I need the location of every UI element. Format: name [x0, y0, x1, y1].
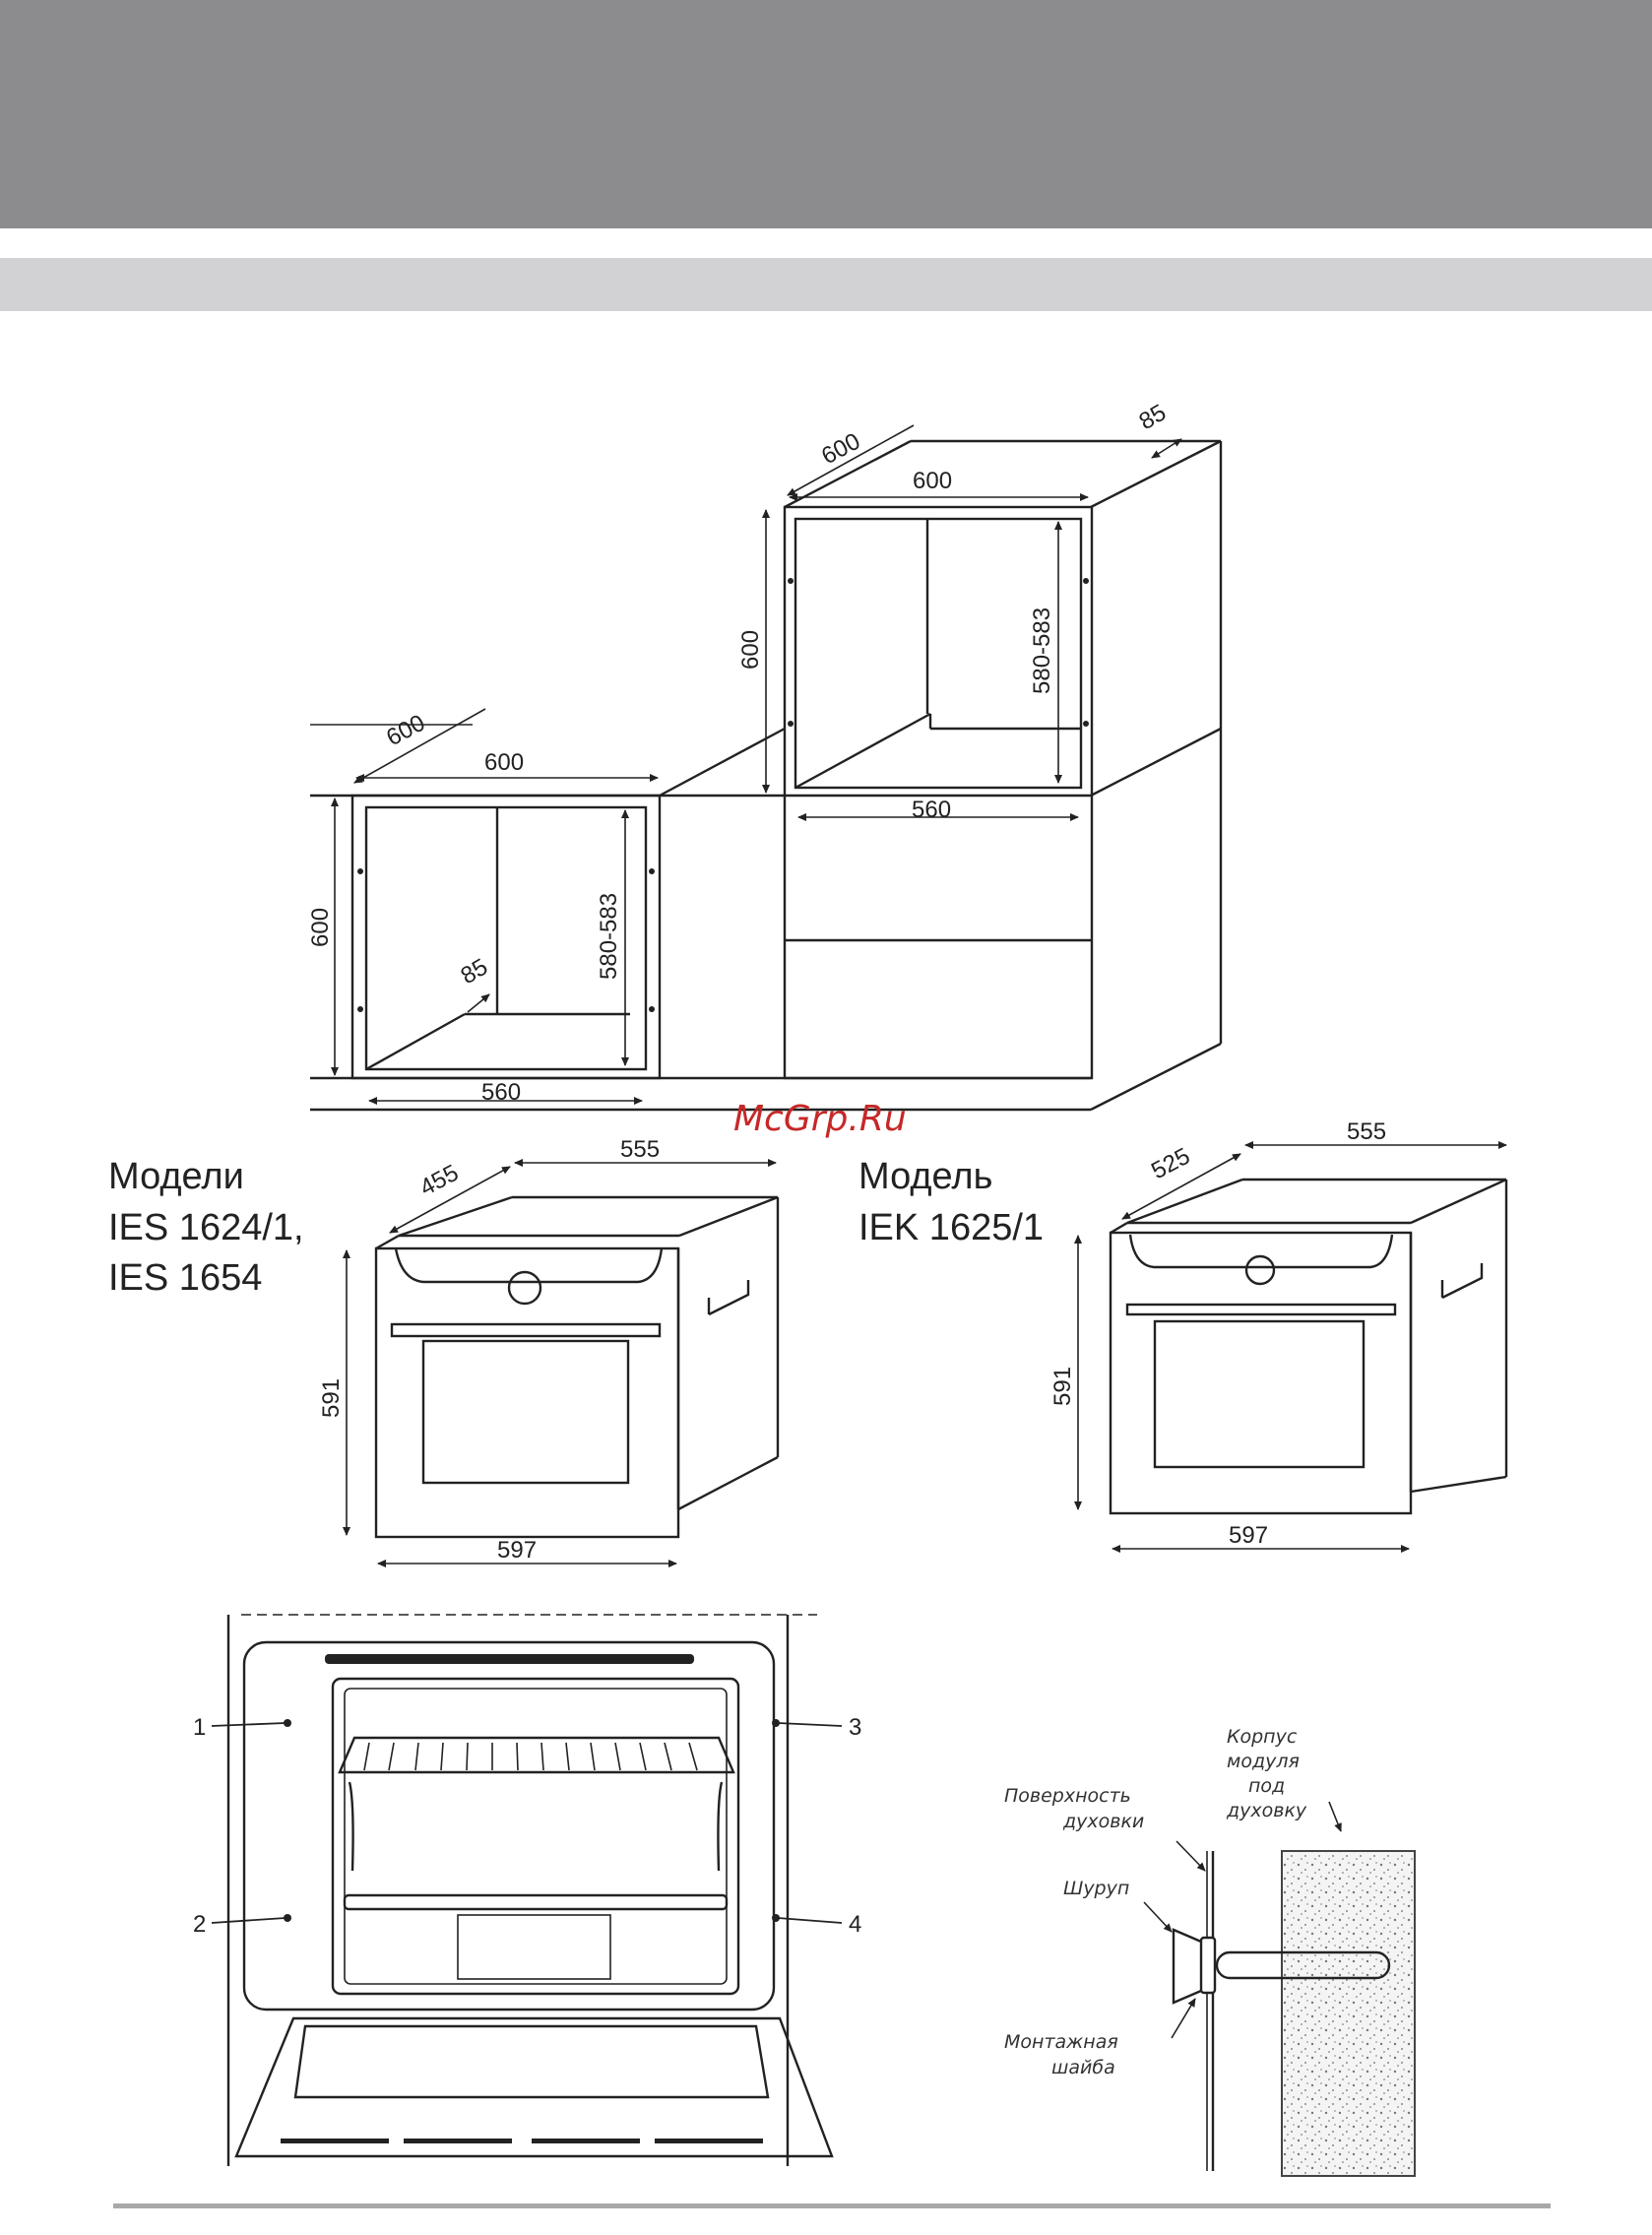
callout-lines: [212, 1723, 842, 1923]
label-tall-inner-height: 580-583: [1029, 607, 1055, 694]
label-tall-width: 600: [913, 468, 952, 494]
oven-left-front: [376, 1248, 678, 1537]
washer-label-line1: Монтажная: [1004, 2031, 1118, 2053]
oven-left-side-bottom: [678, 1457, 778, 1509]
label-lower-floor-depth: 85: [457, 953, 493, 990]
label-tall-inner-width: 560: [912, 797, 951, 823]
oven-door-glass: [295, 2026, 768, 2097]
oven-rack-bars: [364, 1743, 697, 1770]
oven-right-door-handle: [1127, 1305, 1395, 1314]
oven-cavity: [333, 1679, 738, 1994]
oven-frame: [244, 1642, 774, 2010]
label-tall-depth: 600: [817, 428, 864, 471]
oven-left-knob: [509, 1272, 540, 1304]
label-tall-height: 600: [737, 630, 764, 670]
oven-cavity-inner: [345, 1689, 727, 1984]
tall-module-side-mid: [1091, 729, 1221, 796]
label-left-top-width: 555: [620, 1136, 660, 1163]
label-lower-inner-width: 560: [481, 1079, 521, 1106]
oven-right-control-panel: [1130, 1235, 1392, 1267]
oven-left-top-left: [376, 1236, 399, 1248]
oven-top-vent: [325, 1654, 694, 1664]
oven-door: [236, 2018, 832, 2156]
oven-tray: [345, 1895, 727, 1909]
oven-left-top-back-left: [399, 1197, 512, 1236]
screw-pointer: [1144, 1902, 1172, 1932]
label-left-width: 597: [497, 1537, 537, 1564]
oven-right-knob: [1246, 1256, 1274, 1284]
oven-left-control-panel: [396, 1248, 662, 1282]
label-right-height: 591: [1049, 1367, 1076, 1406]
tall-module-front: [785, 507, 1092, 1078]
oven-door-vents: [281, 2139, 763, 2143]
oven-left-top-right: [679, 1197, 778, 1236]
label-right-depth: 525: [1147, 1143, 1194, 1185]
surface-label-line1: Поверхность: [1004, 1785, 1131, 1807]
housing-label-line2: модуля: [1227, 1751, 1300, 1772]
label-lower-width: 600: [484, 749, 524, 776]
label-lower-height: 600: [307, 908, 334, 947]
oven-left-side-handle: [709, 1280, 748, 1314]
cabinet-diagram: 600 600 600 580-583 560 85 600 600 600 5…: [307, 399, 1221, 1110]
model-left-block: Модели IES 1624/1, IES 1654 455 555 591 …: [108, 1136, 778, 1564]
oven-right-top-back-left: [1127, 1180, 1242, 1223]
tall-module-top-right: [1091, 441, 1221, 507]
oven-back-panel: [458, 1915, 610, 1979]
mount-detail: Корпус модуля под духовку Поверхность ду…: [1004, 1726, 1415, 2176]
housing-label-line1: Корпус: [1227, 1726, 1298, 1748]
oven-right-top-right: [1411, 1180, 1506, 1223]
label-tall-top-depth: 85: [1135, 399, 1172, 435]
label-left-height: 591: [318, 1378, 345, 1418]
washer-pointer: [1172, 1999, 1195, 2038]
callout-dots: [284, 1719, 780, 1922]
label-right-top-width: 555: [1347, 1118, 1386, 1145]
model-right-title-line1: Модель: [858, 1156, 992, 1197]
label-lower-inner-height: 580-583: [596, 893, 622, 980]
model-left-title-line3: IES 1654: [108, 1257, 262, 1299]
housing-pointer: [1329, 1802, 1341, 1831]
floor-line-side: [1091, 1044, 1221, 1110]
screw-label: Шуруп: [1063, 1878, 1129, 1899]
oven-left-window: [423, 1341, 628, 1483]
oven-front-open: 1 2 3 4: [193, 1615, 861, 2166]
callout-2: 2: [193, 1911, 206, 1938]
tall-module-floor-side: [795, 714, 930, 788]
bottom-rule: [113, 2203, 1551, 2208]
screw-head: [1174, 1930, 1201, 2003]
washer-label-line2: шайба: [1051, 2057, 1115, 2078]
callout-3: 3: [849, 1714, 861, 1741]
label-right-width: 597: [1229, 1522, 1268, 1549]
mounting-washer: [1201, 1938, 1215, 1993]
lower-module-floor-side: [366, 1014, 465, 1069]
housing-label-line3: под: [1248, 1775, 1285, 1797]
oven-side-rails: [349, 1782, 722, 1871]
housing-block: [1282, 1851, 1415, 2176]
oven-right-window: [1155, 1321, 1364, 1467]
model-right-title-line2: IEK 1625/1: [858, 1207, 1044, 1248]
housing-label-line4: духовку: [1226, 1800, 1307, 1821]
watermark: McGrp.Ru: [733, 1099, 907, 1139]
model-left-title-line1: Модели: [108, 1156, 244, 1197]
oven-right-side-handle: [1442, 1263, 1482, 1298]
oven-left-door-handle: [392, 1324, 660, 1336]
oven-rack: [340, 1738, 733, 1772]
surface-label-line2: духовки: [1062, 1811, 1144, 1832]
callout-1: 1: [193, 1714, 206, 1741]
surface-pointer: [1176, 1841, 1205, 1871]
model-left-title-line2: IES 1624/1,: [108, 1207, 304, 1248]
oven-right-side-bottom: [1411, 1477, 1506, 1492]
model-right-block: Модель IEK 1625/1 525 555 591 597: [858, 1118, 1506, 1549]
oven-right-top-left: [1111, 1223, 1127, 1233]
label-left-depth: 455: [415, 1160, 463, 1202]
callout-4: 4: [849, 1911, 861, 1938]
dim-lower-floor-depth: [468, 994, 489, 1012]
